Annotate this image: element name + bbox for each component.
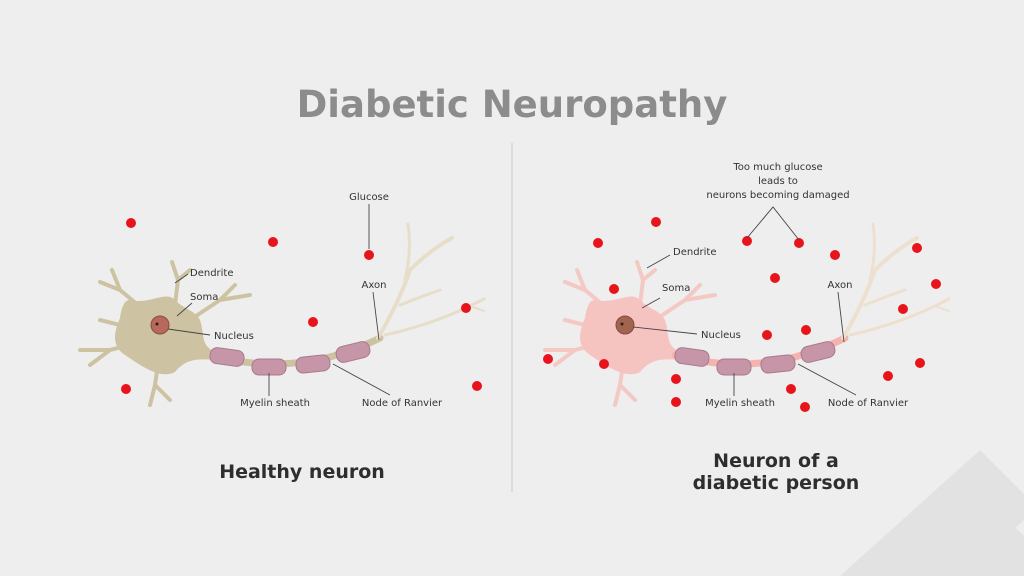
label-dendrite: Dendrite — [190, 268, 234, 279]
leader-line — [837, 291, 845, 343]
leader-line — [332, 363, 391, 396]
decorative-chevrons — [840, 450, 1024, 576]
nucleus — [150, 315, 170, 335]
glucose-dot — [308, 317, 318, 327]
leader-line — [632, 326, 698, 335]
glucose-dot — [801, 325, 811, 335]
myelin-segment — [335, 341, 371, 363]
axon-terminals — [376, 222, 486, 340]
myelin-segment — [209, 347, 245, 367]
leader-line — [174, 273, 189, 284]
axon-terminals — [841, 222, 951, 340]
caption-diabetic-line-1: Neuron of a — [713, 450, 839, 472]
myelin-segment — [295, 354, 331, 374]
label-myelin-sheath: Myelin sheath — [240, 398, 310, 409]
glucose-dot — [671, 397, 681, 407]
leader-line — [167, 328, 211, 336]
glucose-dot — [364, 250, 374, 260]
glucose-dot — [543, 354, 553, 364]
leader-line — [646, 254, 671, 269]
glucose-dot — [671, 374, 681, 384]
leader-line — [372, 291, 380, 341]
soma — [115, 296, 215, 375]
label-soma: Soma — [190, 292, 218, 303]
glucose-dot — [762, 330, 772, 340]
healthy-neuron — [78, 222, 486, 407]
glucose-dot — [898, 304, 908, 314]
label-soma: Soma — [662, 283, 690, 294]
glucose-dot — [472, 381, 482, 391]
glucose-dot — [121, 384, 131, 394]
label-nucleus: Nucleus — [701, 330, 741, 341]
damaged-neuron — [543, 222, 951, 407]
myelin-segment — [251, 358, 287, 376]
myelin-segment — [716, 358, 752, 376]
label-nucleus: Nucleus — [214, 331, 254, 342]
glucose-dot — [794, 238, 804, 248]
leader-line — [641, 297, 661, 309]
label-myelin-sheath: Myelin sheath — [705, 398, 775, 409]
nucleolus — [155, 322, 159, 326]
glucose-dot — [770, 273, 780, 283]
dendrites — [543, 260, 717, 407]
leader-line — [746, 206, 800, 241]
glucose-dot — [742, 236, 752, 246]
label-axon: Axon — [828, 280, 853, 291]
glucose-dot — [786, 384, 796, 394]
glucose-dot — [830, 250, 840, 260]
glucose-dot — [126, 218, 136, 228]
labels-right: Too much glucose leads to neurons becomi… — [632, 162, 909, 409]
label-node-of-ranvier: Node of Ranvier — [828, 398, 909, 409]
glucose-dot — [912, 243, 922, 253]
glucose-molecules-right — [543, 217, 941, 412]
myelin-segment — [760, 354, 796, 374]
myelin-sheaths — [674, 341, 836, 376]
glucose-dot — [593, 238, 603, 248]
label-glucose: Glucose — [349, 192, 389, 203]
glucose-dot — [931, 279, 941, 289]
glucose-dot — [651, 217, 661, 227]
glucose-dot — [599, 359, 609, 369]
glucose-dot — [800, 402, 810, 412]
myelin-sheaths — [209, 341, 371, 376]
dendrites — [78, 260, 252, 407]
caption-healthy-neuron: Healthy neuron — [219, 461, 385, 483]
page-title: Diabetic Neuropathy — [297, 83, 728, 126]
glucose-dot — [883, 371, 893, 381]
annotation-line-1: Too much glucose — [732, 162, 822, 173]
caption-diabetic-line-2: diabetic person — [693, 472, 860, 494]
myelin-segment — [674, 347, 710, 367]
leader-line — [797, 363, 857, 396]
glucose-dot — [461, 303, 471, 313]
glucose-dot — [268, 237, 278, 247]
annotation-line-2: leads to — [758, 176, 798, 187]
glucose-dot — [915, 358, 925, 368]
nucleolus — [620, 322, 624, 326]
nucleus — [615, 315, 635, 335]
labels-left: Glucose Dendrite Soma Nucleus Axon Myeli… — [167, 192, 443, 409]
label-dendrite: Dendrite — [673, 247, 717, 258]
annotation-line-3: neurons becoming damaged — [706, 190, 849, 201]
soma — [580, 296, 680, 375]
glucose-molecules-left — [121, 218, 482, 394]
leader-line — [176, 302, 193, 317]
myelin-segment — [800, 341, 836, 363]
label-node-of-ranvier: Node of Ranvier — [362, 398, 443, 409]
glucose-dot — [609, 284, 619, 294]
label-axon: Axon — [362, 280, 387, 291]
